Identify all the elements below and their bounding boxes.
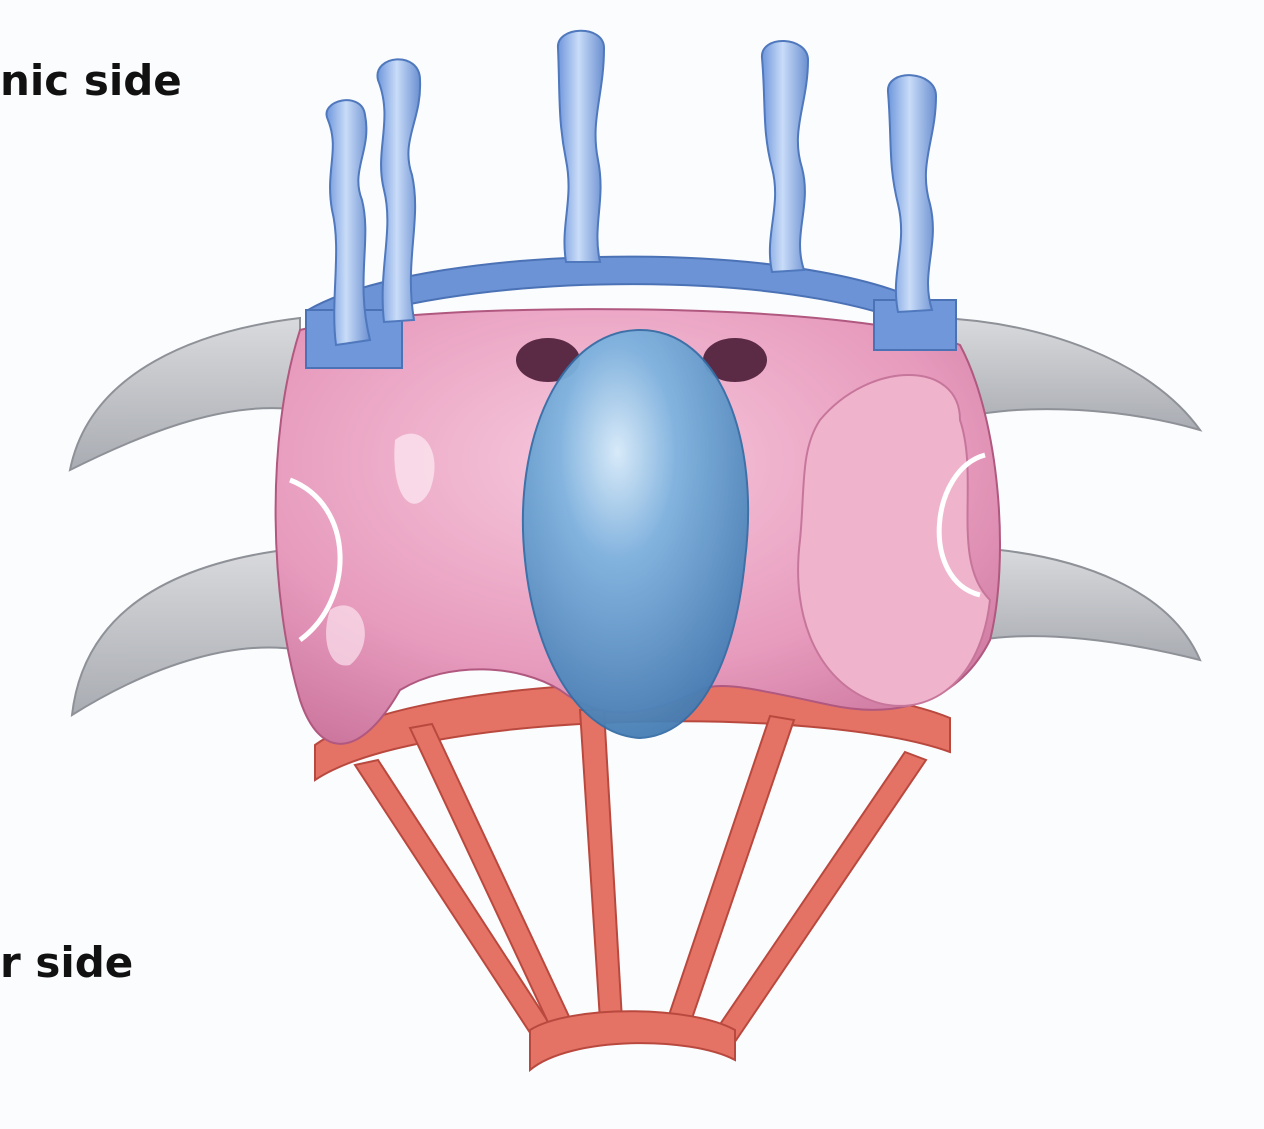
filament-4 [762, 41, 808, 272]
nuclear-side-label: r side [0, 942, 133, 984]
cytoplasmic-side-label: nic side [0, 60, 182, 102]
filament-3 [558, 31, 604, 262]
inner-membrane-right [980, 548, 1200, 660]
filament-5 [888, 75, 936, 312]
basket-strut-5 [708, 752, 926, 1052]
basket-strut-3 [580, 710, 622, 1020]
pore-lobe-right [798, 375, 990, 706]
outer-membrane-left [70, 318, 300, 470]
basket-terminal-ring [530, 1011, 735, 1070]
nuclear-basket [315, 683, 950, 1070]
inner-membrane-left [72, 548, 300, 715]
